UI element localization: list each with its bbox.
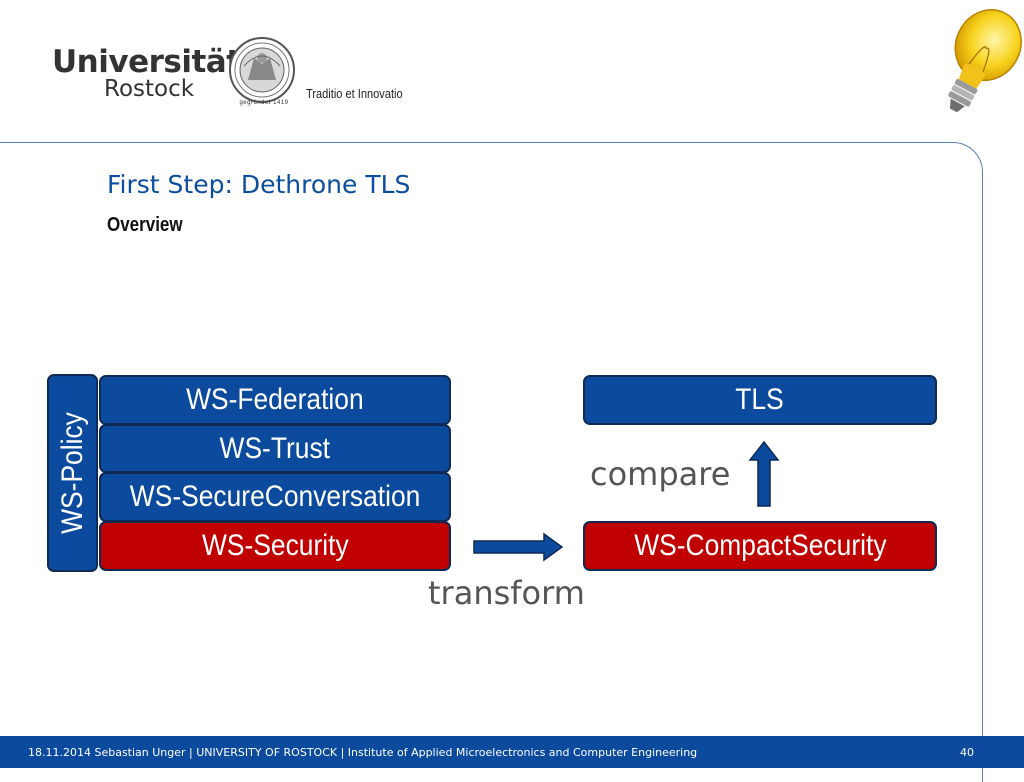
transform-label: transform <box>428 574 585 612</box>
footer-text: 18.11.2014 Sebastian Unger | UNIVERSITY … <box>28 746 698 759</box>
university-logo-city: Rostock <box>104 76 195 102</box>
transform-arrow-icon <box>473 532 564 562</box>
ws-policy-label: WS-Policy <box>55 412 89 534</box>
university-seal-icon <box>229 37 295 103</box>
ws-security-label: WS-Security <box>201 529 349 562</box>
ws-policy-box: WS-Policy <box>47 374 98 572</box>
ws-trust-label: WS-Trust <box>219 431 331 465</box>
ws-secureconversation-label: WS-SecureConversation <box>129 480 421 513</box>
ws-federation-label: WS-Federation <box>186 383 364 416</box>
ws-trust-box: WS-Trust <box>99 424 451 473</box>
slide-subtitle: Overview <box>107 214 183 236</box>
ws-secureconversation-box: WS-SecureConversation <box>99 472 451 522</box>
seal-caption: gegründet 1419 <box>239 100 289 106</box>
compare-label: compare <box>590 455 731 493</box>
university-motto: Traditio et Innovatio <box>306 86 403 101</box>
light-bulb-icon <box>948 9 1022 113</box>
university-logo-text: Universität <box>52 44 241 80</box>
tls-box: TLS <box>583 375 937 425</box>
tls-label: TLS <box>735 383 785 416</box>
footer-bar: 18.11.2014 Sebastian Unger | UNIVERSITY … <box>0 736 1024 768</box>
ws-federation-box: WS-Federation <box>99 375 451 425</box>
compare-arrow-icon <box>748 440 780 507</box>
slide-title: First Step: Dethrone TLS <box>107 170 411 199</box>
page-number: 40 <box>960 746 974 759</box>
ws-compactsecurity-box: WS-CompactSecurity <box>583 521 937 571</box>
content-frame <box>0 142 983 782</box>
ws-compactsecurity-label: WS-CompactSecurity <box>633 529 887 562</box>
ws-security-box: WS-Security <box>99 521 451 571</box>
